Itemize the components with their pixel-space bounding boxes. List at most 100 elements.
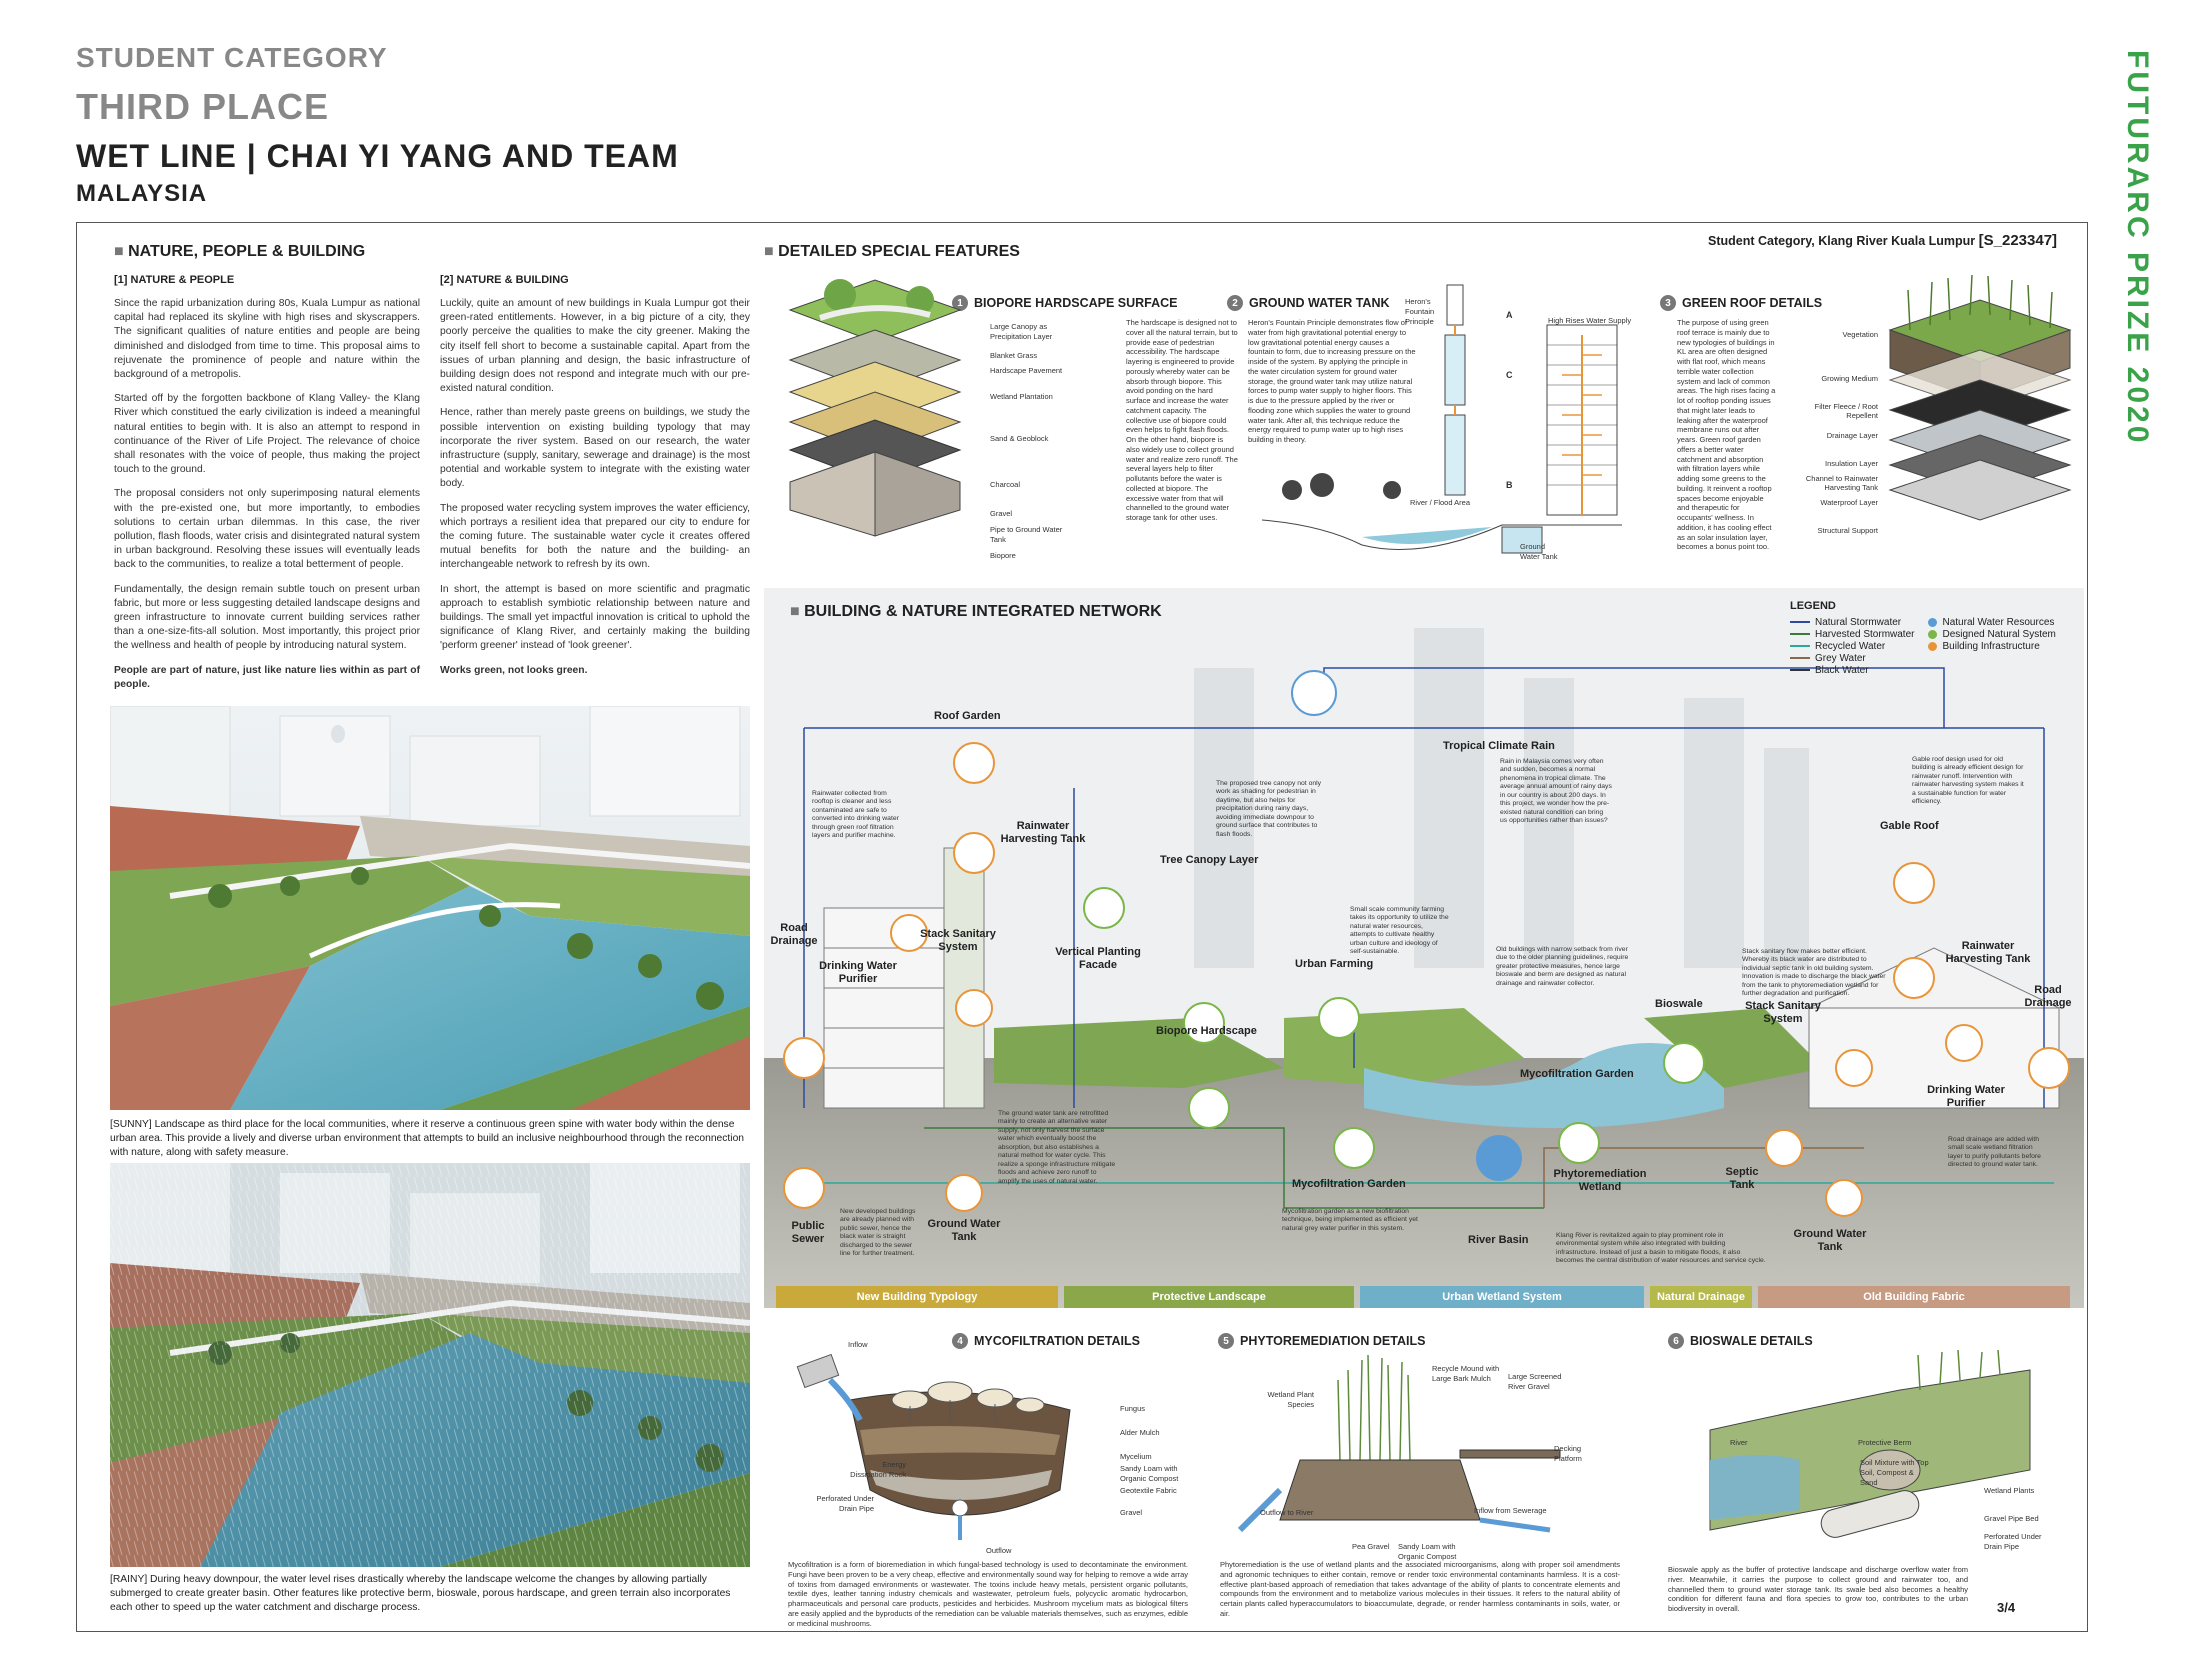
category-label: STUDENT CATEGORY xyxy=(76,42,388,73)
legend-line-2: Recycled Water xyxy=(1790,640,1914,652)
d4-label-outflow: Outflow xyxy=(986,1546,1012,1555)
band-protective-landscape: Protective Landscape xyxy=(1064,1286,1354,1308)
feature-3-text: The purpose of using green roof terrace … xyxy=(1677,318,1776,552)
f2-label-b: B xyxy=(1506,480,1513,490)
road-drainage-icon-right xyxy=(2028,1047,2070,1089)
f1-label-1: Blanket Grass xyxy=(990,350,1038,360)
f1-label-7: Pipe to Ground Water Tank xyxy=(990,525,1063,544)
node-bioswale: Bioswale xyxy=(1655,998,1703,1010)
col2-title: [2] NATURE & BUILDING xyxy=(440,274,569,286)
col1-p4: Fundamentally, the design remain subtle … xyxy=(114,583,420,652)
detail-6-title: 6 BIOSWALE DETAILS xyxy=(1668,1333,1813,1349)
detail-4-title-text: MYCOFILTRATION DETAILS xyxy=(974,1334,1140,1348)
f3-label-0: Vegetation xyxy=(1842,330,1878,339)
col1-p1: Since the rapid urbanization during 80s,… xyxy=(114,298,420,381)
page-number: 3/4 xyxy=(1997,1600,2016,1615)
detail-5-title: 5 PHYTOREMEDIATION DETAILS xyxy=(1218,1333,1425,1349)
note-farming: Small scale community farming takes its … xyxy=(1350,906,1449,956)
legend-line-3: Grey Water xyxy=(1790,652,1914,664)
feature-2-text: Heron's Fountain Principle demonstrates … xyxy=(1248,318,1416,444)
col2-p3: The proposed water recycling system impr… xyxy=(440,502,750,571)
feature-3-labels: Vegetation Growing Medium Filter Fleece … xyxy=(1800,330,1878,536)
public-sewer-icon xyxy=(783,1167,825,1209)
rainy-render-image xyxy=(110,1163,750,1567)
node-road-drainage-right: Road Drainage xyxy=(2024,984,2072,1009)
node-ground-tank-left: Ground Water Tank xyxy=(927,1218,1001,1243)
f3-label-5: Channel to Rainwater Harvesting Tank xyxy=(1805,473,1878,493)
note-stack-sanitary: Stack sanitary flow makes better efficie… xyxy=(1742,948,1886,998)
feature-3-number: 3 xyxy=(1660,295,1676,311)
feature-2-number: 2 xyxy=(1227,295,1243,311)
feature-3-title-text: GREEN ROOF DETAILS xyxy=(1682,296,1823,310)
detail-4-title: 4 MYCOFILTRATION DETAILS xyxy=(952,1333,1140,1349)
legend-line-0: Natural Stormwater xyxy=(1790,616,1914,628)
node-rainwater-tank-left: Rainwater Harvesting Tank xyxy=(1000,820,1086,845)
f2-label-a: A xyxy=(1506,310,1513,320)
note-mycofiltration: Mycofiltration garden as a new biofiltra… xyxy=(1282,1208,1418,1232)
vertical-facade-icon xyxy=(1183,1002,1225,1044)
feature-2-title-text: GROUND WATER TANK xyxy=(1249,296,1390,310)
col1-p3: The proposal considers not only superimp… xyxy=(114,488,420,571)
col1-text: Since the rapid urbanization during 80s,… xyxy=(114,297,420,702)
node-vertical-facade: Vertical Planting Facade xyxy=(1055,946,1141,971)
sunny-caption: [SUNNY] Landscape as third place for the… xyxy=(110,1119,745,1159)
legend-dot-1: Designed Natural System xyxy=(1928,628,2056,640)
feature-3-title: 3 GREEN ROOF DETAILS xyxy=(1660,295,1822,311)
note-river: Klang River is revitalized again to play… xyxy=(1556,1232,1766,1265)
d5-label-gravel: Large Screened River Gravel xyxy=(1508,1372,1562,1391)
d4-label-inflow: Inflow xyxy=(848,1340,868,1349)
legend-title: LEGEND xyxy=(1790,600,1836,612)
f3-label-7: Structural Support xyxy=(1817,525,1878,535)
node-river-basin: River Basin xyxy=(1468,1234,1529,1246)
urban-farming-icon xyxy=(1318,997,1360,1039)
d5-label-decking: Decking Platform xyxy=(1554,1444,1582,1463)
note-gable: Gable roof design used for old building … xyxy=(1912,756,2024,806)
legend-lines: Natural Stormwater Harvested Stormwater … xyxy=(1790,616,1914,676)
green-roof-diagram xyxy=(1880,270,2080,540)
d4-label-sandy: Sandy Loam with Organic Compost xyxy=(1120,1464,1179,1483)
node-public-sewer: Public Sewer xyxy=(791,1220,825,1245)
node-septic-tank: Septic Tank xyxy=(1725,1166,1759,1191)
legend-dots: Natural Water Resources Designed Natural… xyxy=(1928,616,2056,676)
col2-p1: Luckily, quite an amount of new building… xyxy=(440,298,750,395)
detail-4-text: Mycofiltration is a form of bioremediati… xyxy=(788,1560,1188,1628)
f1-label-8: Biopore xyxy=(990,550,1016,560)
note-canopy: The proposed tree canopy not only work a… xyxy=(1216,780,1322,838)
biopore-diagram xyxy=(780,270,970,540)
river-basin-icon xyxy=(1476,1135,1522,1181)
f1-label-2: Hardscape Pavement xyxy=(990,366,1063,376)
node-tropical-rain: Tropical Climate Rain xyxy=(1443,740,1555,752)
bioswale-icon xyxy=(1663,1042,1705,1084)
section-title-network: BUILDING & NATURE INTEGRATED NETWORK xyxy=(790,603,1162,621)
drinking-purifier-icon-right xyxy=(1945,1024,1983,1062)
road-drainage-icon-left xyxy=(783,1037,825,1079)
f3-label-2: Filter Fleece / Root Repellent xyxy=(1814,401,1878,421)
project-code: Student Category, Klang River Kuala Lump… xyxy=(1708,232,2057,249)
f2-label-river: River / Flood Area xyxy=(1410,498,1471,507)
note-road: Road drainage are added with small scale… xyxy=(1948,1136,2041,1169)
feature-1-labels: Large Canopy as Precipitation Layer Blan… xyxy=(990,322,1070,560)
country-label: MALAYSIA xyxy=(76,180,208,207)
f1-label-4: Sand & Geoblock xyxy=(990,433,1049,443)
detail-6-text: Bioswale apply as the buffer of protecti… xyxy=(1668,1565,1968,1613)
f2-label-supply: High Rises Water Supply xyxy=(1548,316,1632,325)
node-gable-roof: Gable Roof xyxy=(1880,820,1939,832)
rainy-caption: [RAINY] During heavy downpour, the water… xyxy=(110,1574,731,1614)
stack-sanitary-icon-right xyxy=(1835,1049,1873,1087)
d5-label-mound: Recycle Mound with Large Bark Mulch xyxy=(1432,1364,1500,1383)
bioswale-diagram xyxy=(1700,1349,2040,1550)
legend-dot-0: Natural Water Resources xyxy=(1928,616,2055,628)
node-mycofiltration-garden-right: Mycofiltration Garden xyxy=(1520,1068,1634,1080)
col2-p2: Hence, rather than merely paste greens o… xyxy=(440,407,750,490)
detail-6-number: 6 xyxy=(1668,1333,1684,1349)
feature-1-number: 1 xyxy=(952,295,968,311)
col2-text: Luckily, quite an amount of new building… xyxy=(440,297,750,688)
mycofiltration-icon xyxy=(1333,1127,1375,1169)
feature-2-title: 2 GROUND WATER TANK xyxy=(1227,295,1390,311)
roof-garden-icon xyxy=(953,742,995,784)
f1-label-6: Gravel xyxy=(990,509,1013,519)
section-title-features: DETAILED SPECIAL FEATURES xyxy=(764,243,1020,261)
detail-4-number: 4 xyxy=(952,1333,968,1349)
note-ground-tank: The ground water tank are retrofitted ma… xyxy=(998,1110,1116,1185)
legend-line-1: Harvested Stormwater xyxy=(1790,628,1914,640)
